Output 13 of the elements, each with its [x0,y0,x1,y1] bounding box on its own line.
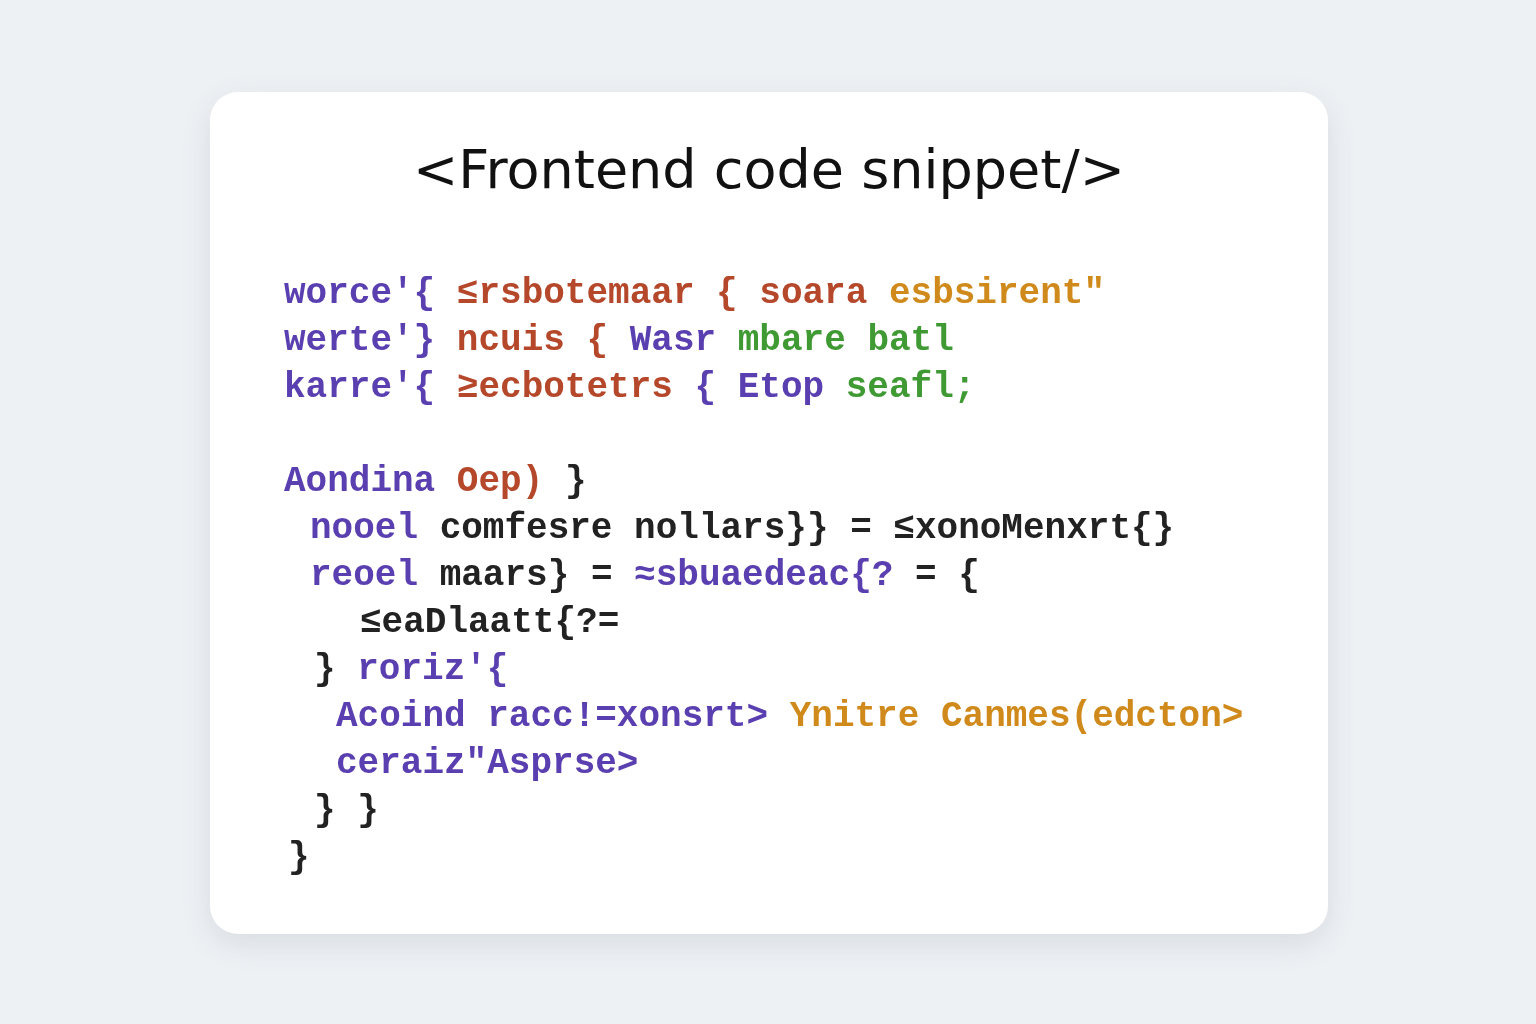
code-line: Aondina Oep) } [284,460,587,504]
code-line: } [288,836,310,880]
code-line: nooel comfesre nollars}} = ≤xonoMenxrt{} [310,507,1175,551]
code-line: ≤eaDlaatt{?= [360,601,620,645]
code-line: ceraiz"Asprse> [336,742,639,786]
code-line: worce'{ ≤rsbotemaar { soara esbsirent" [284,272,1105,316]
code-line: } roriz'{ [314,648,509,692]
code-line: } } [314,789,379,833]
title: <Frontend code snippet/> [412,138,1126,201]
code-line: werte'} ncuis { Wasr mbare batl [284,319,954,363]
code-line: karre'{ ≥ecbotetrs { Etop seafl; [284,366,976,410]
code-line: reoel maars} = ≈sbuaedeac{? = { [310,554,980,598]
code-line: Acoind racc!=xonsrt> Ynitre Canmes(edcton> [336,695,1244,739]
